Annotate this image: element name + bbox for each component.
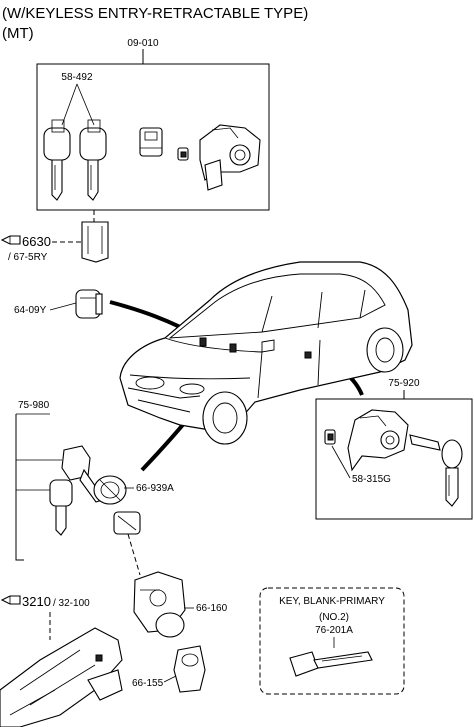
key-blank-title: KEY, BLANK-PRIMARY [279,596,385,607]
callout-door-lock-part[interactable]: 58-315G [352,474,391,485]
door-lock-assembly[interactable] [199,124,261,191]
key-icon[interactable] [43,119,71,201]
bracket-ignition [15,414,24,561]
leader-ign-dash [127,533,141,576]
callout-switch[interactable]: 66-155 [132,678,164,689]
callout-switch-ring[interactable]: 66-939A [136,483,174,494]
key-icon[interactable] [289,651,373,677]
lock-cylinder-icon[interactable] [139,127,189,161]
callout-ignition-group[interactable]: 75-980 [18,400,50,411]
ring-part[interactable] [93,475,127,505]
hand-pointer-icon [0,235,21,245]
ignition-sleeve[interactable] [81,221,109,263]
steering-lock-body[interactable] [133,571,186,638]
door-lock-cylinder[interactable] [347,409,409,472]
key-blank-part-number[interactable]: 76-201A [315,625,353,636]
key-blank-box [259,587,405,695]
key-icon[interactable] [49,479,73,536]
callout-key-pair[interactable]: 58-492 [61,72,93,83]
ref-column-main[interactable]: 3210 [22,594,51,609]
car-illustration [119,261,413,445]
leader-key-a [61,83,78,126]
callout-cylinder[interactable]: 64-09Y [14,305,47,316]
ref-column-sub[interactable]: / 32-100 [53,598,90,609]
steering-column[interactable] [0,627,123,727]
cylinder-part[interactable] [75,289,103,319]
lock-body-small[interactable] [113,511,141,535]
leader-key-b [76,83,95,126]
leader-cylinder [49,302,77,311]
callout-lock-body[interactable]: 66-160 [196,603,228,614]
ref-sleeve-sub[interactable]: / 67-5RY [8,252,48,263]
diagram-title: (W/KEYLESS ENTRY-RETRACTABLE TYPE) [2,5,308,22]
key-blank-note: (NO.2) [319,612,349,623]
callout-door-lock-group[interactable]: 75-920 [388,378,420,389]
ref-sleeve-main[interactable]: 6630 [22,234,51,249]
diagram-subtitle: (MT) [2,25,34,42]
key-icon[interactable] [409,434,463,507]
leader-switch [163,675,177,683]
switch-part[interactable] [173,645,206,693]
door-lock-box [315,398,473,520]
door-lock-small-part[interactable] [324,429,336,445]
callout-kit[interactable]: 09-010 [127,38,159,49]
key-icon[interactable] [79,119,107,201]
leader-door-lock-part [331,445,351,479]
kit-box [36,63,270,211]
hand-pointer-icon [0,595,21,605]
